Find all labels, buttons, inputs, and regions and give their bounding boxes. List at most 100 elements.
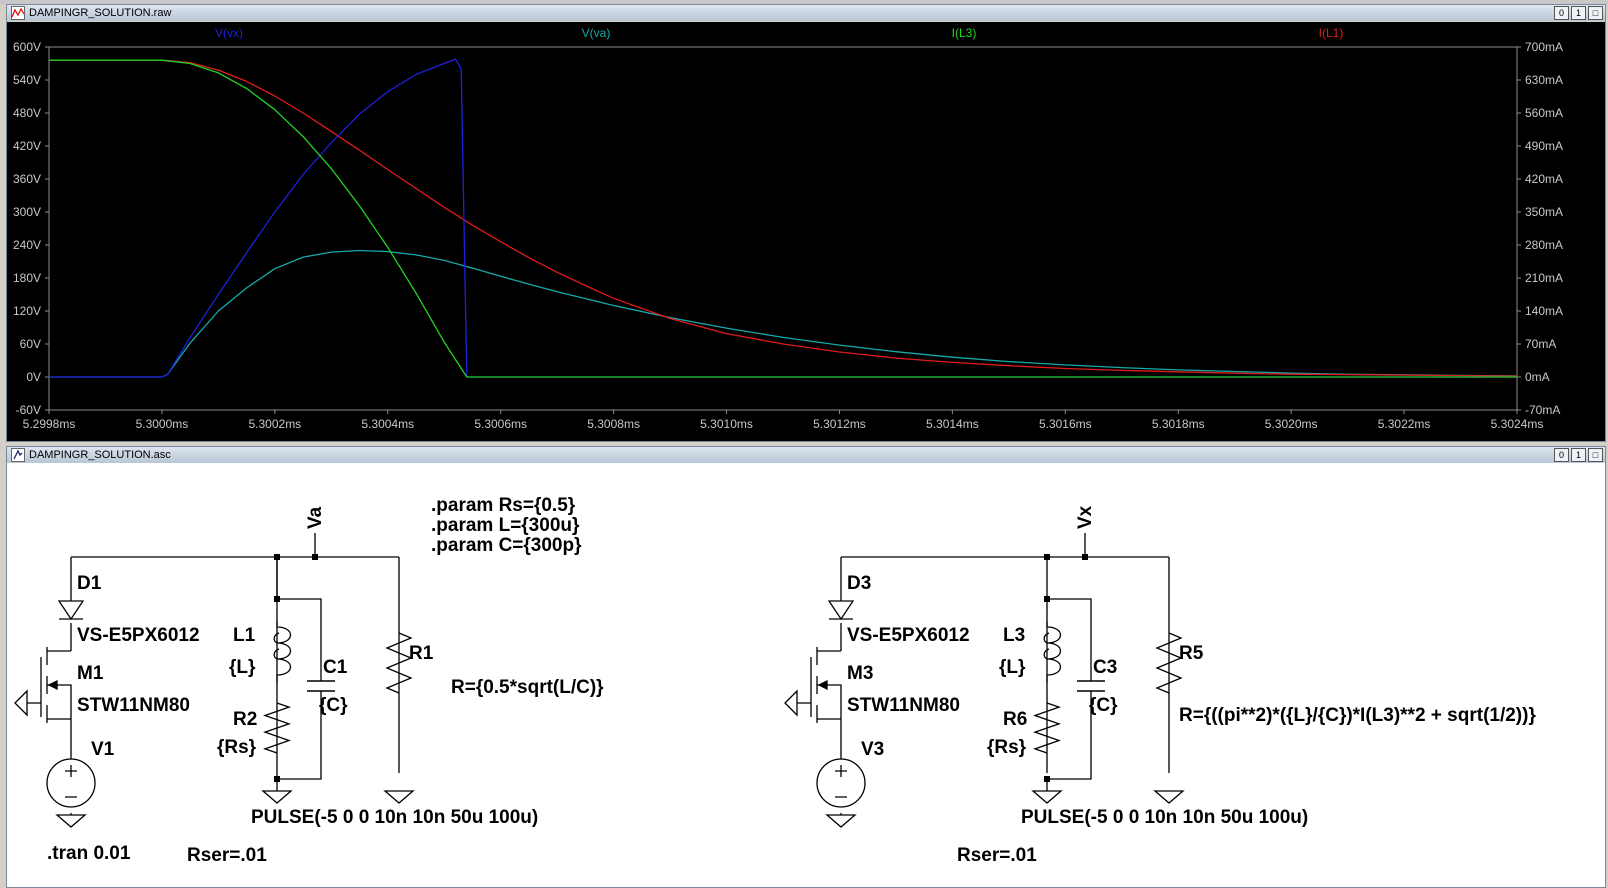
junction-dot [274, 554, 280, 560]
legend-entry-vvx[interactable]: V(vx) [215, 26, 243, 40]
damping-resistor-value: R={((pi**2)*({L}/{C})*I(L3)**2 + sqrt(1/… [1179, 705, 1536, 726]
mosfet-model: STW11NM80 [77, 695, 190, 716]
source-value: PULSE(-5 0 0 10n 10n 50u 100u) [1021, 807, 1308, 828]
top-strip [0, 0, 1608, 4]
trace-vvx[interactable] [49, 58, 1517, 378]
x-tick-label: 5.2998ms [23, 417, 76, 431]
x-tick-label: 5.3018ms [1152, 417, 1205, 431]
legend-entry-vva[interactable]: V(va) [582, 26, 611, 40]
diode-ref: D3 [847, 573, 871, 594]
y-left-tick-label: 360V [13, 172, 41, 186]
junction-dot [1082, 554, 1088, 560]
x-tick-label: 5.3020ms [1265, 417, 1318, 431]
net-label[interactable]: Va [305, 506, 326, 529]
diode-symbol[interactable] [57, 600, 85, 621]
y-left-tick-label: 600V [13, 40, 41, 54]
resistor-symbol[interactable] [263, 702, 291, 754]
y-right-tick-label: 210mA [1525, 271, 1563, 285]
diode-symbol[interactable] [827, 600, 855, 621]
junction-dot [1044, 776, 1050, 782]
inductor-value: {L} [229, 657, 256, 678]
minimize-button[interactable]: 0 [1554, 448, 1569, 462]
source-rser: Rser=.01 [957, 845, 1037, 866]
right-wires [840, 556, 1170, 815]
y-right-tick-label: 420mA [1525, 172, 1563, 186]
damping-resistor-value: R={0.5*sqrt(L/C)} [451, 677, 604, 698]
capacitor-symbol[interactable] [307, 680, 335, 692]
trace-il3[interactable] [49, 59, 1517, 378]
y-right-tick-label: 140mA [1525, 304, 1563, 318]
ground-symbol [1153, 790, 1185, 804]
y-right-tick-label: 280mA [1525, 238, 1563, 252]
x-tick-label: 5.3004ms [361, 417, 414, 431]
restore-button[interactable]: 1 [1571, 6, 1586, 20]
waveform-titlebar[interactable]: DAMPINGR_SOLUTION.raw 0 1 □ [7, 5, 1605, 21]
maximize-button[interactable]: □ [1588, 6, 1603, 20]
minimize-button[interactable]: 0 [1554, 6, 1569, 20]
mosfet-ref: M3 [847, 663, 873, 684]
x-tick-label: 5.3012ms [813, 417, 866, 431]
junction-dot [1044, 596, 1050, 602]
series-resistor-ref: R2 [233, 709, 257, 730]
legend-entry-il3[interactable]: I(L3) [952, 26, 977, 40]
series-resistor-ref: R6 [1003, 709, 1027, 730]
waveform-title: DAMPINGR_SOLUTION.raw [29, 7, 172, 19]
voltage-source-symbol[interactable] [46, 758, 96, 808]
y-right-tick-label: 70mA [1525, 337, 1556, 351]
inductor-ref: L3 [1003, 625, 1025, 646]
capacitor-ref: C1 [323, 657, 348, 678]
y-left-tick-label: 540V [13, 73, 41, 87]
y-left-tick-label: 240V [13, 238, 41, 252]
y-left-tick-label: 300V [13, 205, 41, 219]
capacitor-value: {C} [319, 695, 348, 716]
series-resistor-value: {Rs} [987, 737, 1027, 758]
damping-resistor-ref: R5 [1179, 643, 1204, 664]
y-right-tick-label: 490mA [1525, 139, 1563, 153]
schematic-titlebar[interactable]: DAMPINGR_SOLUTION.asc 0 1 □ [7, 447, 1605, 463]
junction-dot [274, 596, 280, 602]
mosfet-symbol[interactable] [14, 647, 72, 723]
y-left-tick-label: 180V [13, 271, 41, 285]
inductor-symbol[interactable] [273, 621, 292, 683]
trace-vva[interactable] [49, 249, 1518, 378]
legend-entry-il1[interactable]: I(L1) [1319, 26, 1344, 40]
mosfet-symbol[interactable] [784, 647, 842, 723]
plot-frame [48, 46, 1518, 411]
y-right-tick-label: 350mA [1525, 205, 1563, 219]
inductor-symbol[interactable] [1043, 621, 1062, 683]
param-directive: .param Rs={0.5} [431, 495, 576, 516]
resistor-symbol[interactable] [385, 632, 413, 694]
y-right-tick-label: 0mA [1525, 370, 1550, 384]
param-directive: .param L={300u} [431, 515, 580, 536]
restore-button[interactable]: 1 [1571, 448, 1586, 462]
trace-il1[interactable] [49, 59, 1518, 377]
junction-dot [274, 776, 280, 782]
schematic-app-icon [11, 448, 25, 462]
net-label[interactable]: Vx [1075, 505, 1096, 529]
capacitor-symbol[interactable] [1077, 680, 1105, 692]
x-tick-label: 5.3016ms [1039, 417, 1092, 431]
param-directive: .param C={300p} [431, 535, 582, 556]
source-value: PULSE(-5 0 0 10n 10n 50u 100u) [251, 807, 538, 828]
inductor-value: {L} [999, 657, 1026, 678]
ground-symbol [1031, 790, 1063, 804]
diode-ref: D1 [77, 573, 102, 594]
tran-directive: .tran 0.01 [47, 843, 131, 864]
schematic-title: DAMPINGR_SOLUTION.asc [29, 449, 171, 461]
resistor-symbol[interactable] [1033, 702, 1061, 754]
ground-symbol [825, 814, 857, 828]
voltage-source-symbol[interactable] [816, 758, 866, 808]
y-right-tick-label: 700mA [1525, 40, 1563, 54]
damping-resistor-ref: R1 [409, 643, 434, 664]
x-tick-label: 5.3022ms [1378, 417, 1431, 431]
maximize-button[interactable]: □ [1588, 448, 1603, 462]
inductor-ref: L1 [233, 625, 256, 646]
y-left-tick-label: -60V [16, 403, 41, 417]
source-rser: Rser=.01 [187, 845, 267, 866]
resistor-symbol[interactable] [1155, 632, 1183, 694]
x-tick-label: 5.3002ms [248, 417, 301, 431]
